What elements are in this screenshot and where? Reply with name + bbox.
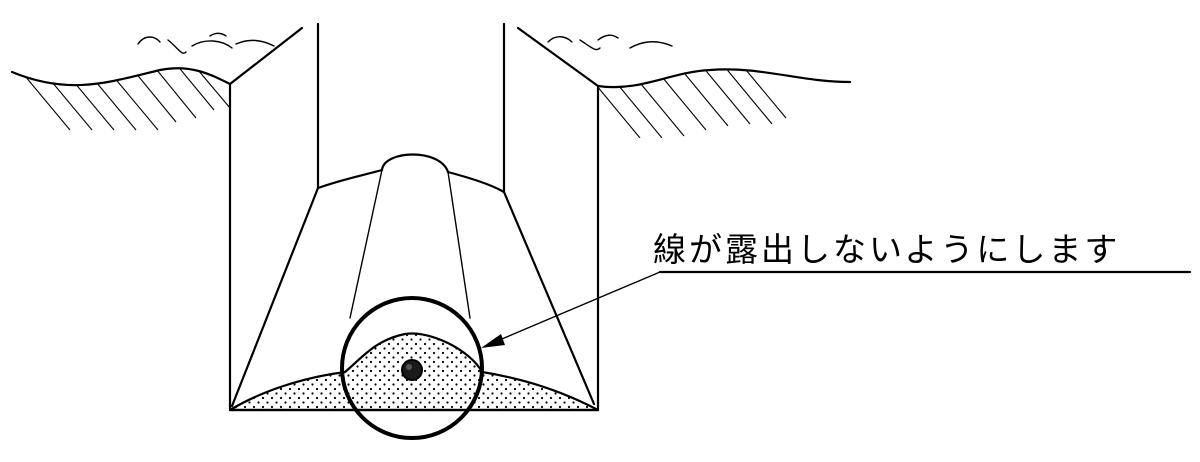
left-ground-hatching <box>19 68 230 131</box>
callout-leader <box>481 270 1192 348</box>
cable-core-highlight <box>406 364 412 370</box>
cable-core <box>401 359 423 381</box>
callout-arrow-line <box>489 271 661 345</box>
surface-squiggles <box>137 32 673 54</box>
right-ground-hatching <box>598 69 787 138</box>
left-ground <box>10 67 232 131</box>
detail-circle <box>340 296 484 440</box>
callout-label: 線が露出しないようにします <box>653 230 1121 269</box>
callout-arrowhead <box>481 334 505 348</box>
cable-mound <box>230 153 596 408</box>
right-ground <box>596 68 852 138</box>
